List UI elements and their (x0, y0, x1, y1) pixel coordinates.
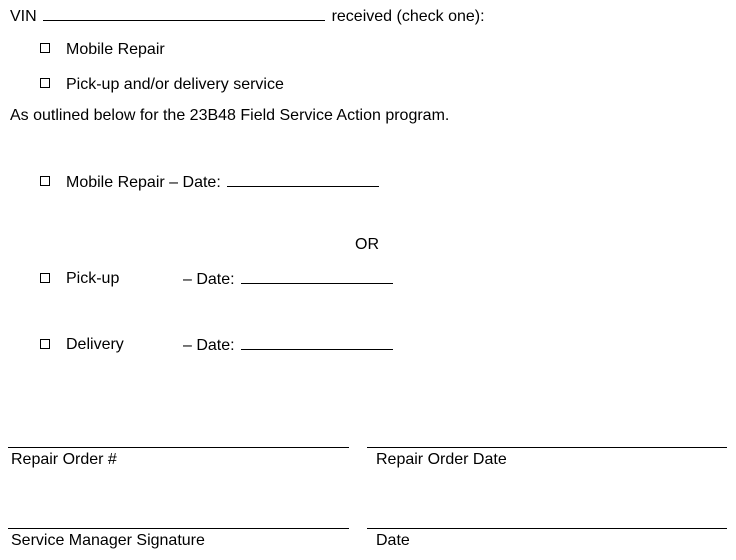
pickup-delivery-checkbox[interactable] (40, 78, 50, 88)
mobile-repair-date-prefix: – Date: (169, 174, 221, 191)
or-separator: OR (355, 236, 379, 253)
program-text: As outlined below for the 23B48 Field Se… (10, 107, 450, 124)
mobile-repair-date-label: Mobile Repair (66, 174, 165, 191)
vin-blank[interactable] (43, 6, 326, 21)
date-line[interactable] (367, 528, 727, 529)
delivery-date-row: – Date: (183, 335, 394, 356)
pickup-delivery-option-label: Pick-up and/or delivery service (66, 76, 284, 93)
delivery-date-blank[interactable] (241, 335, 394, 350)
service-manager-signature-line[interactable] (8, 528, 349, 529)
repair-order-date-label: Repair Order Date (376, 451, 507, 468)
pickup-date-checkbox[interactable] (40, 273, 50, 283)
service-manager-signature-label: Service Manager Signature (11, 532, 205, 549)
mobile-repair-option-label: Mobile Repair (66, 41, 165, 58)
pickup-date-blank[interactable] (241, 269, 394, 284)
mobile-repair-checkbox[interactable] (40, 43, 50, 53)
vin-line: VIN received (check one): (10, 6, 485, 27)
date-label: Date (376, 532, 410, 549)
repair-order-number-label: Repair Order # (11, 451, 117, 468)
pickup-date-row: – Date: (183, 269, 394, 290)
repair-order-date-line[interactable] (367, 447, 727, 448)
pickup-date-prefix: – Date: (183, 271, 235, 288)
repair-order-number-line[interactable] (8, 447, 349, 448)
mobile-repair-date-blank[interactable] (227, 172, 380, 187)
delivery-date-prefix: – Date: (183, 337, 235, 354)
vin-suffix: received (check one): (331, 8, 485, 25)
vin-label: VIN (10, 8, 37, 25)
delivery-label: Delivery (66, 336, 124, 353)
mobile-repair-date-checkbox[interactable] (40, 176, 50, 186)
delivery-date-checkbox[interactable] (40, 339, 50, 349)
mobile-repair-date-row: Mobile Repair – Date: (66, 172, 380, 193)
pickup-label: Pick-up (66, 270, 120, 287)
